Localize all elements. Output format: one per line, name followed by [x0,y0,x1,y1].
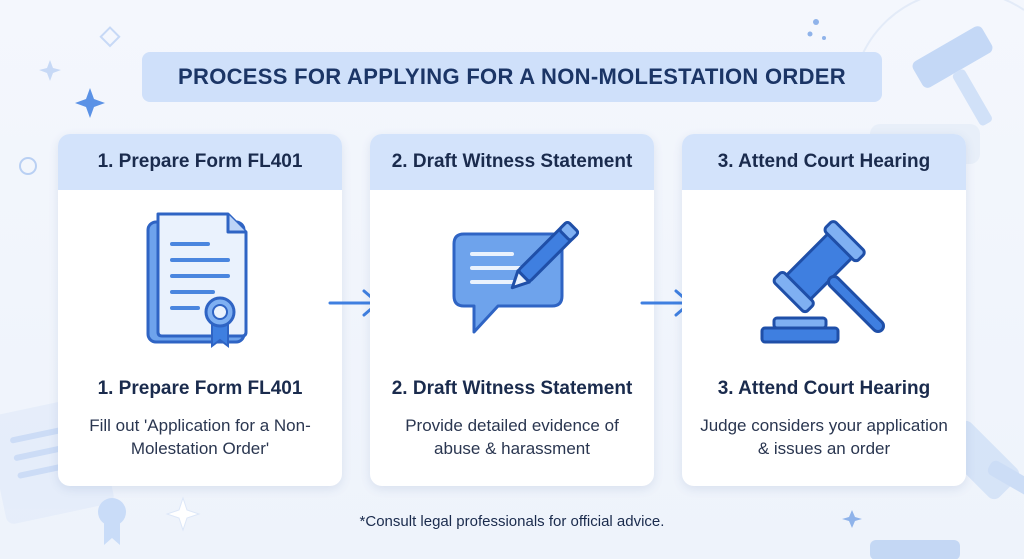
sparkle-icon [75,88,105,118]
step-card-header: 1. Prepare Form FL401 [58,134,342,190]
step-card-header: 3. Attend Court Hearing [682,134,966,190]
gavel-decoration-icon [912,26,993,126]
step-card-header-label: 3. Attend Court Hearing [717,151,931,172]
gavel-icon [760,220,885,344]
step-card-header-label: 2. Draft Witness Statement [391,151,633,172]
step-card-header-label: 1. Prepare Form FL401 [97,151,303,172]
step-card-1: 1. Prepare Form FL401 1. Prepare Form FL… [58,134,342,486]
step-title: 1. Prepare Form FL401 [97,378,303,399]
step-description: Judge considers your application & issue… [700,416,948,458]
sparkle-icon [39,60,61,81]
title-banner: PROCESS FOR APPLYING FOR A NON-MOLESTATI… [142,52,882,102]
step-description: Fill out 'Application for a Non-Molestat… [89,416,311,458]
step-title: 3. Attend Court Hearing [717,378,931,399]
step-card-3: 3. Attend Court Hearing 3. Attend Court … [682,134,966,486]
diamond-icon [99,26,121,48]
step-title: 2. Draft Witness Statement [391,378,633,399]
circle-icon [19,157,37,175]
step-card-header: 2. Draft Witness Statement [370,134,654,190]
page-title: PROCESS FOR APPLYING FOR A NON-MOLESTATI… [178,64,846,89]
document-certificate-icon [146,212,248,348]
step-description: Provide detailed evidence of abuse & har… [405,416,619,458]
footnote: *Consult legal professionals for officia… [359,513,665,530]
step-card-2: 2. Draft Witness Statement 2. Draft Witn… [370,134,654,486]
speech-bubble-pen-icon [452,220,580,334]
